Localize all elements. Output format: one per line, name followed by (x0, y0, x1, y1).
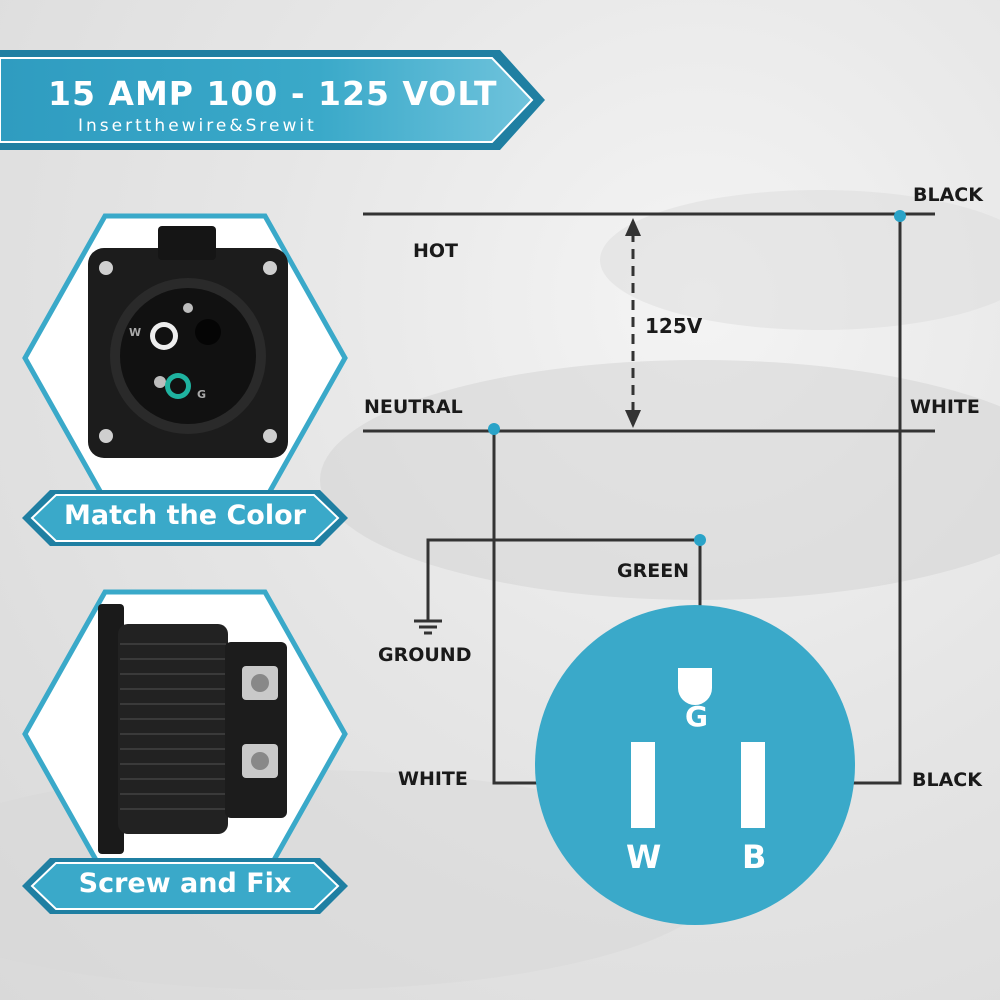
socket-face-hexagon (22, 213, 348, 503)
screw-fix-label: Screw and Fix (78, 868, 292, 899)
ground-slot-icon (678, 668, 712, 705)
hot-slot (741, 742, 765, 828)
green-label: GREEN (617, 560, 690, 582)
voltage-label: 125V (645, 314, 703, 338)
junction-dot (694, 534, 706, 546)
banner-subtitle: Insertthewire&Srewit (78, 116, 317, 136)
screw-fix-pill (22, 858, 348, 914)
black-top-label: BLACK (913, 184, 983, 206)
neutral-slot (631, 742, 655, 828)
outlet-w-letter: W (626, 838, 662, 876)
title-banner (0, 50, 545, 150)
black-bottom-label: BLACK (912, 769, 982, 791)
white-bottom-label: WHITE (398, 768, 468, 790)
junction-dot (488, 423, 500, 435)
arrow-down-icon (625, 410, 641, 428)
junction-dot (894, 210, 906, 222)
banner-title: 15 AMP 100 - 125 VOLT (48, 74, 498, 113)
ground-wire (426, 538, 700, 620)
outlet-b-letter: B (742, 838, 767, 876)
black-wire (850, 216, 902, 785)
socket-w-mark: W (129, 326, 142, 339)
match-color-pill (22, 490, 348, 546)
socket-side-hexagon (22, 589, 348, 879)
white-wire (492, 429, 540, 785)
ground-label: GROUND (378, 644, 472, 666)
socket-g-mark: G (197, 388, 207, 401)
white-top-label: WHITE (910, 396, 980, 418)
hot-label: HOT (413, 240, 459, 262)
match-color-label: Match the Color (64, 500, 306, 531)
arrow-up-icon (625, 218, 641, 236)
outlet-circle (535, 605, 855, 925)
outlet-g-letter: G (685, 700, 708, 733)
neutral-label: NEUTRAL (364, 396, 463, 418)
